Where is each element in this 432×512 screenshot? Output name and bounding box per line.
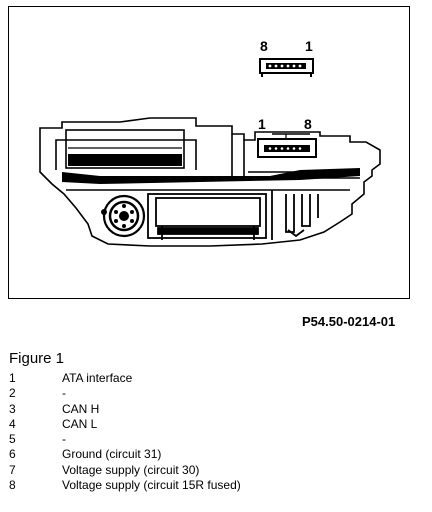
- legend-text: -: [62, 432, 66, 447]
- figure-title: Figure 1: [9, 350, 65, 367]
- legend-row: 4 CAN L: [9, 417, 241, 432]
- pin-label-1-top: 1: [305, 38, 313, 54]
- legend-text: CAN L: [62, 416, 98, 431]
- legend-text: Ground (circuit 31): [62, 447, 162, 462]
- legend-text: CAN H: [62, 401, 100, 416]
- connector-on-unit: [257, 133, 317, 158]
- legend-text: -: [62, 386, 66, 401]
- legend-num: 2: [9, 386, 16, 401]
- legend-row: 3 CAN H: [9, 402, 241, 417]
- legend-num: 4: [9, 416, 16, 431]
- legend-text: ATA interface: [62, 371, 133, 385]
- legend-num: 6: [9, 447, 16, 462]
- legend-row: 2-: [9, 386, 241, 401]
- right-tabs: [271, 190, 319, 240]
- diagram-frame: [8, 6, 410, 299]
- connector-pinout-top: [259, 58, 314, 77]
- legend-row: 1 ATA interface: [9, 371, 241, 386]
- housing-base-band: [62, 168, 360, 184]
- legend-num: 7: [9, 462, 16, 477]
- pin-label-8-top: 8: [260, 38, 268, 54]
- pin-label-8-unit: 8: [304, 116, 312, 132]
- legend-num: 1: [9, 371, 16, 385]
- legend-num: 5: [9, 432, 16, 447]
- legend-text: Voltage supply (circuit 15R fused): [62, 478, 241, 493]
- center-cavity: [147, 193, 267, 240]
- legend-row: 8 Voltage supply (circuit 15R fused): [9, 478, 241, 493]
- legend-text: Voltage supply (circuit 30): [62, 462, 200, 477]
- legend-num: 8: [9, 478, 16, 493]
- legend-row: 5-: [9, 432, 241, 447]
- legend-row: 7 Voltage supply (circuit 30): [9, 463, 241, 478]
- round-socket: [101, 194, 146, 238]
- pin-label-1-unit: 1: [258, 116, 266, 132]
- connector-diagram: [39, 58, 381, 247]
- figure-id: P54.50-0214-01: [302, 314, 396, 329]
- housing-inner-rect: [65, 129, 185, 169]
- legend-row: 6 Ground (circuit 31): [9, 447, 241, 462]
- legend-num: 3: [9, 401, 16, 416]
